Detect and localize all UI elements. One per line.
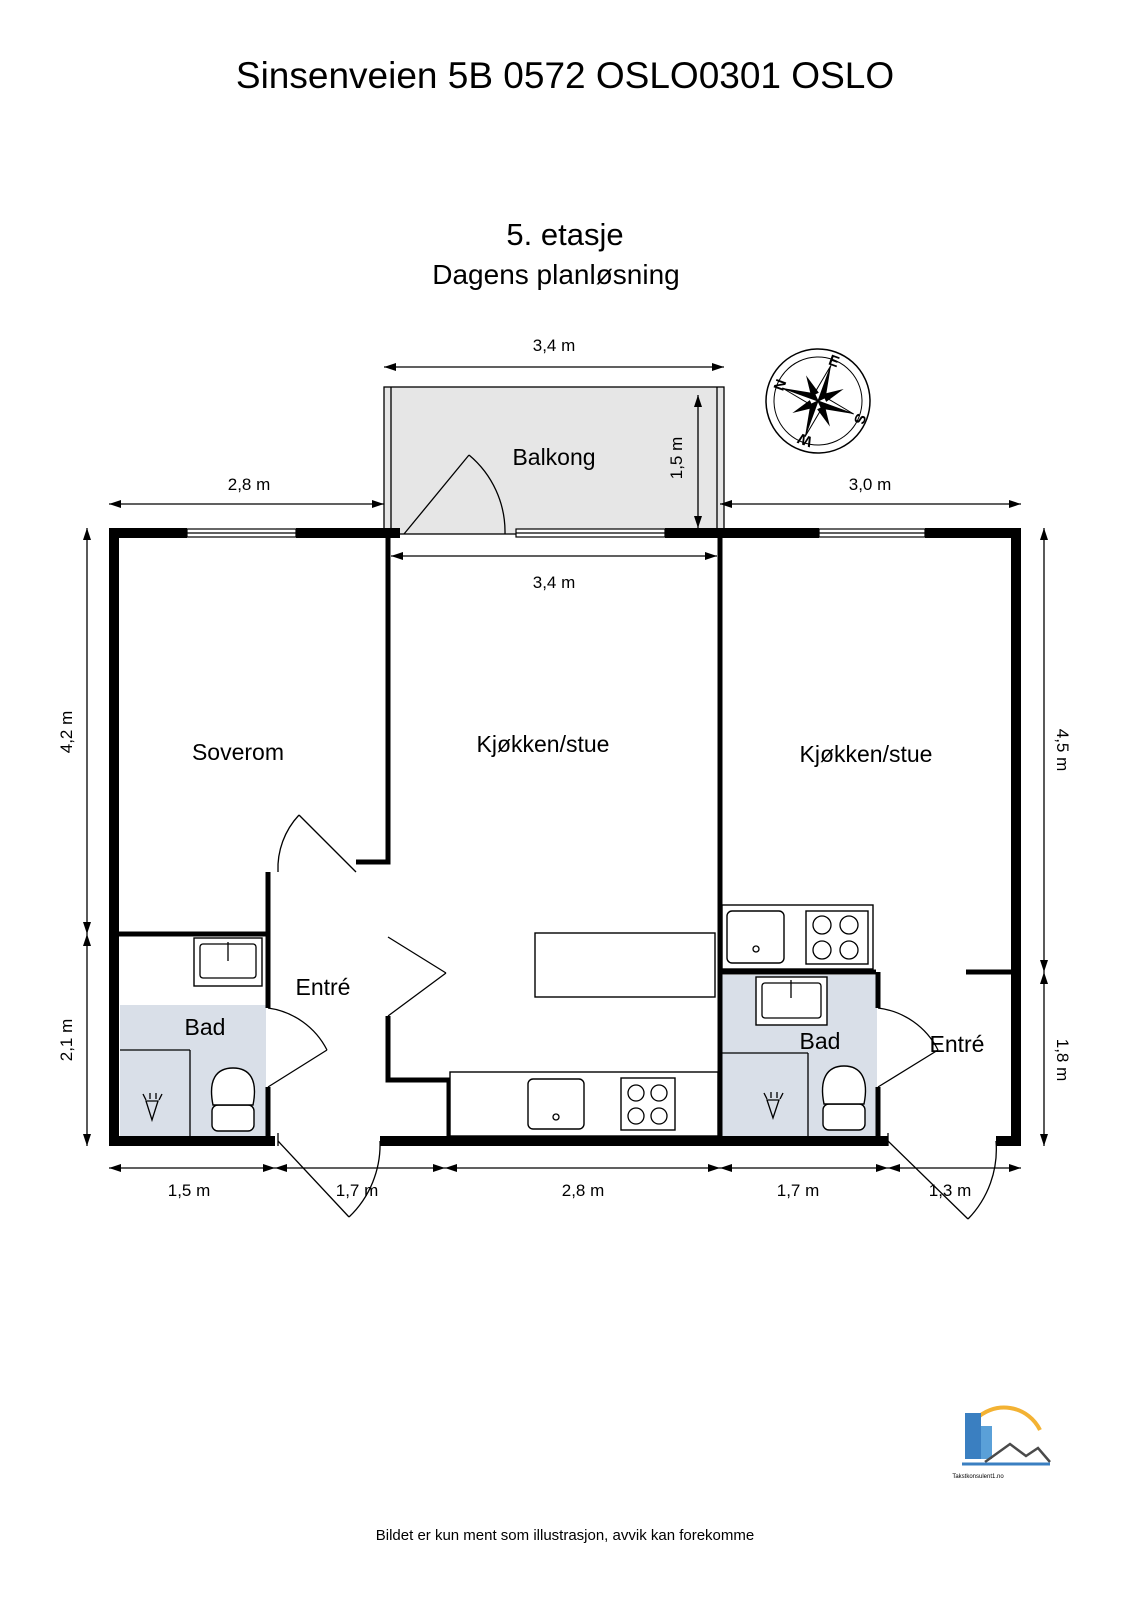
dim-left-top: 2,8 m (228, 475, 271, 494)
room-bedroom: Soverom (192, 739, 284, 765)
dim-bottom-5: 1,3 m (929, 1181, 972, 1200)
room-living-right: Kjøkken/stue (800, 741, 933, 767)
dim-bottom-4: 1,7 m (777, 1181, 820, 1200)
room-hall-right: Entré (930, 1031, 985, 1057)
plan-subtitle: Dagens planløsning (432, 259, 680, 290)
room-living-center: Kjøkken/stue (477, 731, 610, 757)
logo-text: Takstkonsulent1.no (952, 1474, 1004, 1480)
kitchen-island (534, 932, 716, 998)
floor-title: 5. etasje (506, 217, 623, 252)
room-hall-left: Entré (296, 974, 351, 1000)
fixtures (120, 904, 874, 1137)
dim-right-upper: 4,5 m (1053, 729, 1072, 772)
windows (186, 528, 926, 538)
dim-balcony-width: 3,4 m (533, 336, 576, 355)
dim-bottom-3: 2,8 m (562, 1181, 605, 1200)
room-balcony: Balkong (512, 444, 595, 470)
doors (267, 454, 997, 1220)
compass-icon (765, 348, 871, 454)
compass-w: W (795, 429, 815, 450)
dim-bottom-2: 1,7 m (336, 1181, 379, 1200)
dim-center-inner: 3,4 m (533, 573, 576, 592)
building-sun-logo-icon (962, 1405, 1051, 1466)
dim-left-upper: 4,2 m (57, 711, 76, 754)
room-bath-right: Bad (800, 1028, 841, 1054)
dim-right-top: 3,0 m (849, 475, 892, 494)
footer-disclaimer: Bildet er kun ment som illustrasjon, avv… (376, 1527, 754, 1544)
dimension-lines (83, 363, 1048, 1172)
exterior-walls (109, 528, 1021, 1146)
dim-left-lower: 2,1 m (57, 1019, 76, 1062)
dim-right-lower: 1,8 m (1053, 1039, 1072, 1082)
interior-walls (114, 538, 1014, 1140)
dim-bottom-1: 1,5 m (168, 1181, 211, 1200)
address-title: Sinsenveien 5B 0572 OSLO0301 OSLO (236, 55, 894, 96)
room-bath-left: Bad (185, 1014, 226, 1040)
dim-balcony-depth: 1,5 m (667, 437, 686, 480)
